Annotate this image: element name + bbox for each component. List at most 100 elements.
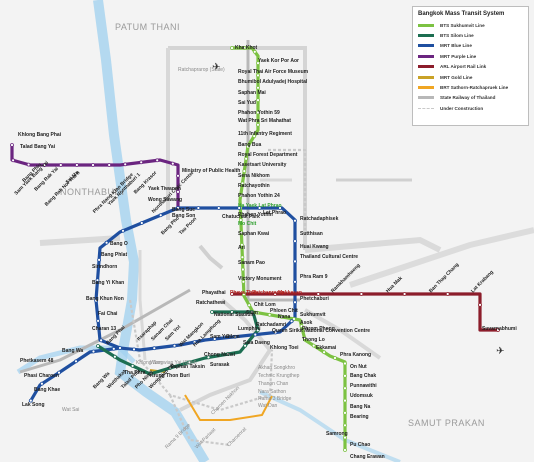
station-label: Royal Forest Department xyxy=(238,152,298,158)
station-marker xyxy=(240,255,245,260)
rivers xyxy=(16,0,401,462)
legend-swatch xyxy=(418,86,434,90)
station-label: Sanam Pao xyxy=(238,260,265,266)
station-label: Phrom Phong xyxy=(302,326,335,332)
station-label: Charan 13 xyxy=(92,326,117,332)
station-marker xyxy=(240,267,245,272)
station-marker xyxy=(252,49,257,54)
station-marker xyxy=(233,334,237,339)
station-label: Wongwian Yai (Gold) xyxy=(150,360,197,366)
station-marker xyxy=(359,292,364,296)
station-label: Bang Sue xyxy=(172,207,196,213)
station-marker xyxy=(97,257,101,262)
legend-item: ARL Airport Rail Link xyxy=(418,62,523,72)
station-label: Saphan Mai xyxy=(238,90,266,96)
station-marker xyxy=(267,312,272,317)
station-label: Phahon Yothin 59 xyxy=(238,110,280,116)
legend-swatch xyxy=(418,107,434,109)
station-marker xyxy=(302,336,307,340)
station-marker xyxy=(170,161,175,166)
station-marker xyxy=(255,310,260,315)
legend-item: BTS Silom Line xyxy=(418,30,523,40)
station-marker xyxy=(187,360,192,365)
station-label: Khlong Toei xyxy=(270,345,299,351)
station-label: Phayathai xyxy=(202,290,226,296)
station-marker xyxy=(255,328,260,333)
station-label: Chit Lom xyxy=(254,302,276,308)
station-marker xyxy=(256,85,260,90)
station-marker xyxy=(28,398,33,403)
station-label: Bhumibol Adulyadej Hospital xyxy=(238,79,308,85)
silom-line xyxy=(97,310,260,376)
station-label: Asok xyxy=(300,320,313,326)
station-marker xyxy=(158,213,163,218)
station-label: Lumphini xyxy=(238,326,261,332)
station-marker xyxy=(299,324,304,329)
station-marker xyxy=(42,163,47,167)
station-label: Sala Daeng xyxy=(243,340,270,346)
legend-item: MRT Gold Line xyxy=(418,72,523,82)
station-marker xyxy=(104,240,109,245)
stations xyxy=(10,46,500,452)
station-label: Bang Khae xyxy=(34,387,61,393)
legend-item: Under Construction xyxy=(418,103,523,113)
station-label: Royal Thai Air Force Museum xyxy=(238,69,309,75)
station-marker xyxy=(242,169,247,174)
station-marker xyxy=(247,303,252,308)
station-marker xyxy=(192,340,197,345)
station-marker xyxy=(123,162,128,167)
station-marker xyxy=(172,343,177,348)
station-marker xyxy=(293,279,297,284)
legend-swatch xyxy=(418,23,434,27)
station-marker xyxy=(40,381,44,386)
station-label: Udomsuk xyxy=(350,393,373,399)
station-label: Talad Bang Yai xyxy=(20,144,56,150)
station-label: Yaek Tiwanon xyxy=(148,186,181,192)
station-marker xyxy=(257,206,262,210)
legend-swatch xyxy=(418,44,434,48)
station-label: Phasi Charoen xyxy=(24,373,60,379)
station-marker xyxy=(176,189,180,194)
station-marker xyxy=(343,398,347,403)
station-marker xyxy=(496,328,500,332)
station-label: Saphan Kwai xyxy=(238,231,270,237)
station-marker xyxy=(292,317,296,321)
legend-swatch xyxy=(418,54,434,58)
station-label: Wong Sawang xyxy=(148,197,183,203)
station-label: Ratchayothin xyxy=(238,183,270,189)
station-label: Phetkasem 48 xyxy=(20,358,54,364)
station-marker xyxy=(91,163,95,167)
station-label: National Stadium xyxy=(214,312,255,318)
station-label: Ratchaprarop xyxy=(252,290,285,296)
station-marker xyxy=(176,206,180,210)
station-marker xyxy=(240,181,245,186)
station-marker xyxy=(210,310,214,314)
station-marker xyxy=(230,46,234,50)
station-marker xyxy=(293,239,297,244)
station-label: Krung Thon Buri xyxy=(150,373,190,379)
region-samut-prakan: SAMUT PRAKAN xyxy=(408,418,485,428)
station-marker xyxy=(238,193,243,198)
station-marker xyxy=(289,319,294,324)
station-marker xyxy=(250,310,254,314)
station-marker xyxy=(130,363,135,368)
station-label: Bang Khun Non xyxy=(86,296,124,302)
station-marker xyxy=(206,355,211,360)
station-label: Thong Lo xyxy=(302,337,325,343)
station-marker xyxy=(58,163,63,167)
station-marker xyxy=(57,370,61,375)
legend-item: BRT Sathorn-Ratchapruek Line xyxy=(418,82,523,92)
station-marker xyxy=(316,292,321,296)
legend-item: MRT Blue Line xyxy=(418,41,523,51)
station-marker xyxy=(333,356,337,360)
station-label: Rama 3 Bridge xyxy=(258,396,292,402)
station-label: Bearing xyxy=(350,414,369,420)
station-label: Nara Sathon xyxy=(258,389,287,395)
station-marker xyxy=(132,347,136,352)
station-marker xyxy=(96,318,100,323)
station-label: Chatuchak Park xyxy=(222,214,260,220)
station-marker xyxy=(343,373,347,378)
station-marker xyxy=(107,163,112,167)
station-marker xyxy=(273,330,278,335)
